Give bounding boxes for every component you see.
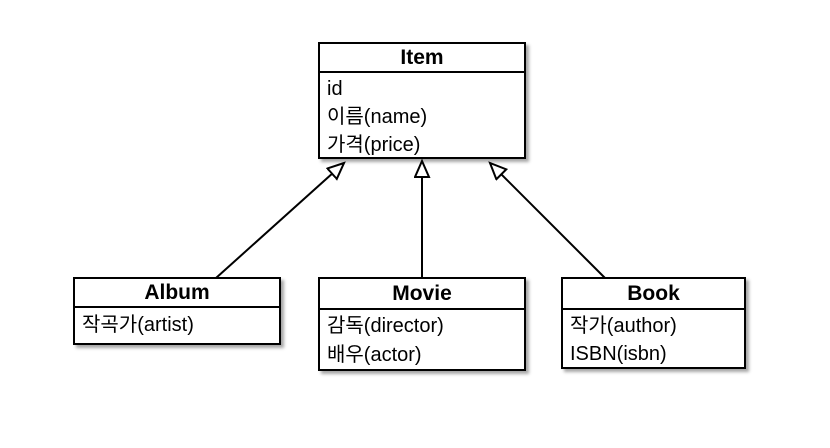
class-name-movie: Movie [320,279,524,310]
attribute-movie-director: 감독(director) [327,315,444,337]
class-attributes-album: 작곡가(artist) [75,308,279,341]
class-name-album: Album [75,279,279,308]
class-box-item: Item id 이름(name) 가격(price) [318,42,526,159]
generalization-arrow-book-to-item [490,163,606,279]
attribute-album-artist: 작곡가(artist) [82,314,194,336]
attribute-book-isbn: ISBN(isbn) [570,343,667,365]
class-name-book: Book [563,279,744,310]
class-box-movie: Movie 감독(director) 배우(actor) [318,277,526,371]
class-attributes-book: 작가(author) ISBN(isbn) [563,310,744,368]
attribute-movie-actor: 배우(actor) [327,344,422,366]
class-box-album: Album 작곡가(artist) [73,277,281,345]
class-box-book: Book 작가(author) ISBN(isbn) [561,277,746,369]
class-attributes-item: id 이름(name) 가격(price) [320,73,524,159]
class-name-item: Item [320,44,524,73]
class-attributes-movie: 감독(director) 배우(actor) [320,310,524,370]
attribute-item-id: id [327,78,343,100]
attribute-item-price: 가격(price) [327,134,421,156]
attribute-item-name: 이름(name) [327,106,428,128]
attribute-book-author: 작가(author) [570,315,677,337]
generalization-arrow-album-to-item [215,163,344,279]
